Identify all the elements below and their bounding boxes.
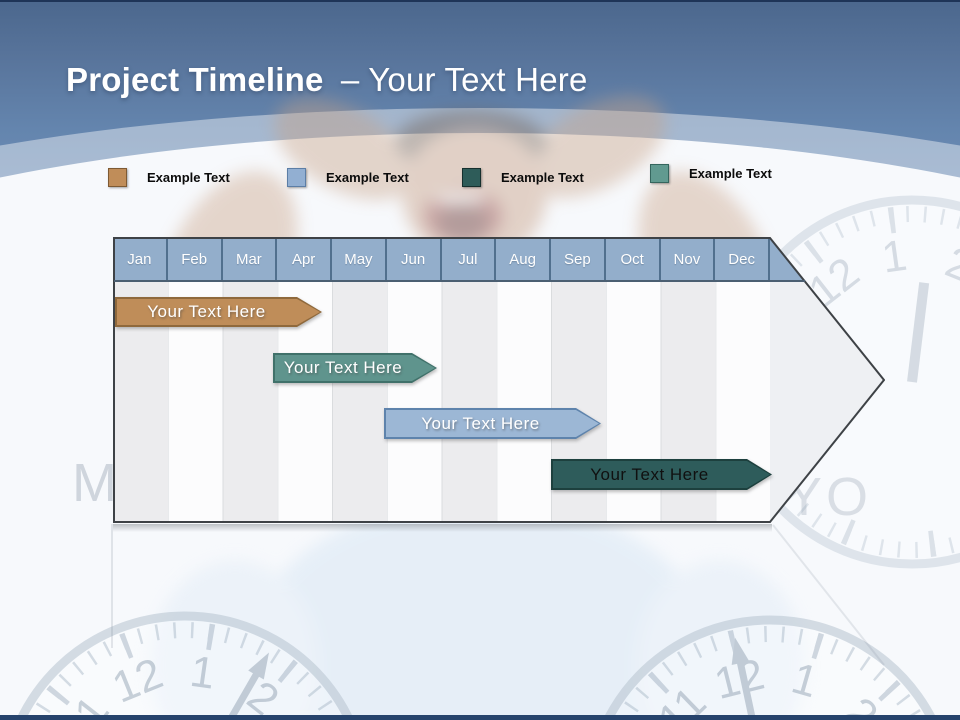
gantt-bar-2-label[interactable]: Your Text Here [283, 358, 403, 377]
timeline-arrow-table: Jan Feb Mar Apr May Jun Jul Aug Sep Oct … [113, 237, 885, 523]
legend-swatch-darkteal-icon [462, 168, 481, 187]
timeline-month-header: Jan Feb Mar Apr May Jun Jul Aug Sep Oct … [113, 237, 885, 281]
month-cell-sep: Sep [549, 237, 604, 281]
legend-label-1[interactable]: Example Text [147, 170, 230, 185]
month-cell-feb: Feb [165, 237, 221, 281]
slide-title-placeholder[interactable]: – Your Text Here [340, 61, 588, 98]
legend-swatch-lightblue-icon [287, 168, 306, 187]
slide-title-bold: Project Timeline [66, 61, 324, 98]
slide-title[interactable]: Project Timeline – Your Text Here [66, 61, 588, 99]
timeline-reflection-band [113, 524, 772, 532]
gantt-bar-2[interactable]: Your Text Here [273, 353, 437, 383]
legend-swatch-teal-icon [650, 164, 669, 183]
month-cell-nov: Nov [658, 237, 714, 281]
gantt-bar-1-label[interactable]: Your Text Here [147, 302, 266, 321]
gantt-bar-3-label[interactable]: Your Text Here [421, 413, 540, 433]
month-cell-dec: Dec [713, 237, 768, 281]
legend-swatch-tan-icon [108, 168, 127, 187]
month-cell-mar: Mar [220, 237, 276, 281]
legend-label-2[interactable]: Example Text [326, 170, 409, 185]
month-cell-jan: Jan [127, 250, 152, 268]
legend-item-2[interactable]: Example Text [287, 168, 409, 187]
month-cell-aug: Aug [494, 237, 549, 281]
gantt-bar-4-label[interactable]: Your Text Here [590, 464, 709, 484]
legend-label-3[interactable]: Example Text [501, 170, 584, 185]
month-cell-may: May [330, 237, 385, 281]
month-cell-apr: Apr [275, 237, 330, 281]
legend-item-3[interactable]: Example Text [462, 168, 584, 187]
month-cell-oct: Oct [603, 237, 659, 281]
month-cell-jul: Jul [439, 237, 495, 281]
slide-bottom-edge [0, 715, 960, 720]
gantt-bar-1[interactable]: Your Text Here [115, 297, 322, 327]
legend-label-4[interactable]: Example Text [689, 166, 772, 181]
month-cell-jun: Jun [384, 237, 440, 281]
gantt-bar-4[interactable]: Your Text Here [551, 459, 772, 490]
legend-item-1[interactable]: Example Text [108, 168, 230, 187]
watermark-letter-left: M [72, 453, 121, 513]
legend-item-4[interactable]: Example Text [650, 164, 772, 183]
slide-top-edge [0, 0, 960, 2]
month-header-row: Jan Feb Mar Apr May Jun Jul Aug Sep Oct … [113, 237, 770, 281]
gantt-bar-3[interactable]: Your Text Here [384, 408, 601, 439]
